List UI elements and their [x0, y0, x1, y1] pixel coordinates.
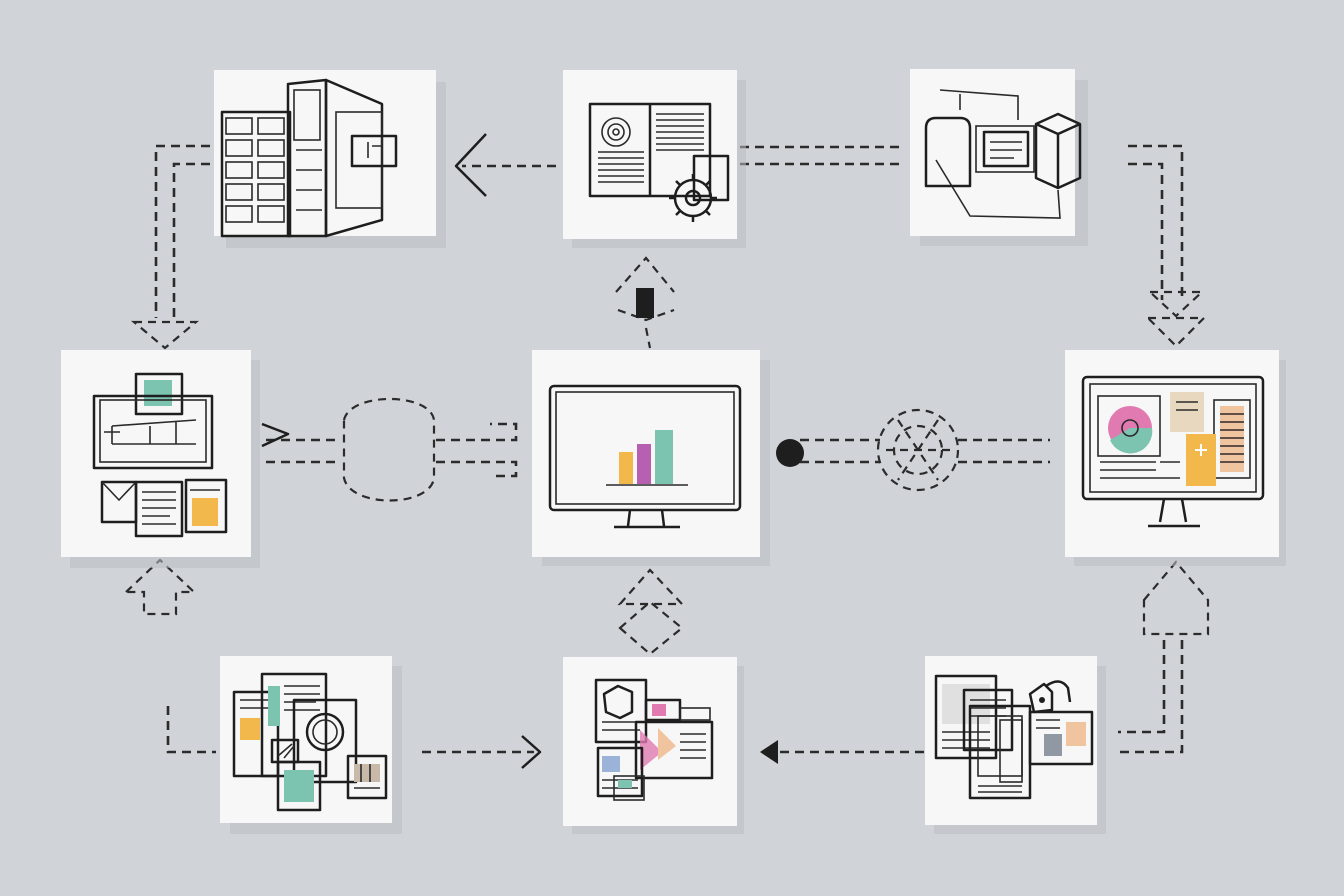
- connector-dashboard-central-gear: [776, 408, 1050, 492]
- node-central-monitor[interactable]: [532, 350, 770, 566]
- node-secured-files[interactable]: [925, 656, 1106, 834]
- database-archive-icon: [924, 89, 1082, 219]
- connector-secured-to-dashboard: [1118, 560, 1210, 754]
- node-document-collection[interactable]: [220, 656, 402, 834]
- document-gear-icon: [588, 102, 730, 222]
- document-collection-icon: [232, 672, 388, 812]
- bar-3: [655, 430, 673, 484]
- connector-secured-to-reports: [760, 740, 924, 764]
- connector-storage-to-dashboard: [1128, 144, 1207, 348]
- connector-cabinet-to-blueprint: [130, 144, 210, 350]
- connector-collection-to-blueprint: [123, 558, 216, 754]
- connector-blueprint-central-cycle: [261, 397, 518, 502]
- bar-2: [637, 444, 651, 484]
- reports-collage-icon: [594, 678, 714, 801]
- bar-1: [619, 452, 633, 484]
- secured-files-icon: [934, 674, 1094, 800]
- bar-chart: [606, 430, 688, 486]
- node-blueprint-documents[interactable]: [61, 350, 260, 568]
- node-dashboard-monitor[interactable]: [1065, 350, 1286, 566]
- connector-storage-to-docgear: [740, 145, 900, 166]
- node-filing-cabinet[interactable]: [214, 70, 446, 248]
- node-document-gear[interactable]: [563, 70, 746, 248]
- connector-reports-central: [617, 568, 685, 656]
- monitor-bar-chart-icon: [548, 384, 742, 529]
- connector-docgear-to-cabinet: [454, 133, 556, 197]
- monitor-dashboard-icon: [1081, 375, 1265, 528]
- connector-central-to-docgear: [615, 256, 675, 349]
- connectors: [123, 133, 1210, 769]
- blueprint-documents-icon: [92, 372, 228, 538]
- connector-collection-to-reports: [422, 735, 542, 769]
- node-reports-collage[interactable]: [563, 657, 744, 834]
- node-data-storage[interactable]: [910, 69, 1088, 246]
- filing-cabinet-icon: [220, 78, 398, 238]
